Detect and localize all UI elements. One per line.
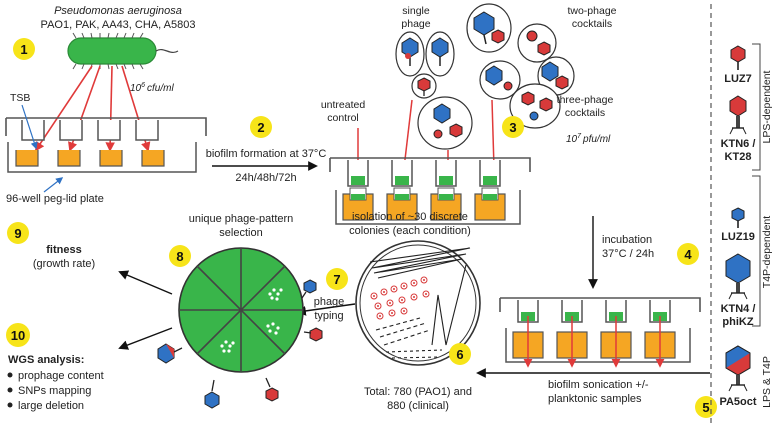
incubation-label-2: 37°C / 24h [602, 248, 654, 260]
wgs-item: SNPs mapping [18, 385, 91, 397]
svg-text:T4P-dependent: T4P-dependent [761, 216, 773, 288]
biofilm-times-label: 24h/48h/72h [235, 172, 296, 184]
unique-label-2: selection [219, 227, 262, 239]
svg-text:single: single [402, 5, 430, 17]
plate-label: 96-well peg-lid plate [6, 193, 104, 205]
step-6-badge: 6 [449, 343, 471, 365]
legend-phage-ktn6: KTN6 / KT28 [721, 95, 756, 163]
inoculation-arrows [34, 65, 151, 152]
plate-3 [499, 297, 701, 368]
wgs-item: large deletion [18, 400, 84, 412]
step-9-badge: 9 [7, 222, 29, 244]
step-7-badge: 7 [326, 268, 348, 290]
step-8-badge: 8 [169, 245, 191, 267]
legend-lps-bracket: LPS-dependent [752, 43, 773, 171]
svg-text:phage: phage [401, 18, 430, 30]
wgs-label: WGS analysis: [8, 354, 84, 366]
svg-text:LPS-dependent: LPS-dependent [761, 70, 773, 143]
phage-typing-plate [178, 247, 304, 373]
step-4-badge: 4 [677, 243, 699, 265]
legend-both-label: LPS & T4P [761, 356, 773, 408]
plate-1 [5, 117, 207, 173]
step-5-badge: 5 [695, 396, 717, 418]
pie-phage-icons [157, 279, 323, 409]
untreated-label-1: untreated [321, 99, 366, 111]
svg-text:two-phage: two-phage [567, 5, 616, 17]
tsb-pointer [21, 104, 38, 150]
wgs-list: prophage content SNPs mapping large dele… [7, 370, 104, 412]
legend-phage-pa5oct: PA5oct [719, 345, 757, 408]
tsb-label: TSB [10, 92, 30, 104]
legend-phage-luz7: LUZ7 [724, 45, 752, 85]
step-10-badge: 10 [6, 323, 30, 347]
two-phage-cocktails: two-phage cocktails [466, 3, 617, 100]
isolation-label-1: isolation of ~30 discrete [352, 211, 468, 223]
svg-text:cocktails: cocktails [565, 107, 605, 119]
svg-text:LUZ7: LUZ7 [724, 73, 752, 85]
sonication-label-2: planktonic samples [548, 393, 642, 405]
isolation-label-2: colonies (each condition) [349, 225, 471, 237]
step-9-arrow [118, 270, 173, 295]
bacterium-icon [67, 32, 179, 70]
plate-2 [329, 157, 531, 225]
legend-phage-luz19: LUZ19 [721, 207, 755, 243]
svg-text:9: 9 [14, 226, 21, 241]
svg-text:phiKZ: phiKZ [722, 316, 753, 328]
step-1-badge: 1 [13, 38, 35, 60]
biofilm-formation-label: biofilm formation at 37°C [206, 148, 327, 160]
svg-text:10: 10 [11, 328, 25, 343]
svg-text:three-phage: three-phage [557, 94, 614, 106]
step-2-badge: 2 [250, 116, 272, 138]
species-label: Pseudomonas aeruginosa [54, 5, 182, 17]
svg-text:5: 5 [702, 400, 709, 415]
svg-text:4: 4 [684, 247, 692, 262]
streak-plate [355, 240, 481, 366]
sonication-label-1: biofilm sonication +/- [548, 379, 649, 391]
svg-text:cocktails: cocktails [572, 18, 612, 30]
svg-text:7: 7 [333, 272, 340, 287]
svg-text:6: 6 [456, 347, 463, 362]
three-phage-cocktails: three-phage cocktails [417, 83, 614, 150]
svg-text:8: 8 [176, 249, 183, 264]
phage-typing-label-1: phage [314, 296, 345, 308]
untreated-label-2: control [327, 112, 359, 124]
phage-typing-label-2: typing [314, 310, 343, 322]
svg-text:3: 3 [509, 120, 516, 135]
total-label-1: Total: 780 (PAO1) and [364, 386, 472, 398]
growth-rate-label: (growth rate) [33, 258, 95, 270]
svg-text:1: 1 [20, 42, 27, 57]
legend-t4p-bracket: T4P-dependent [752, 175, 773, 327]
strains-label: PAO1, PAK, AA43, CHA, A5803 [41, 19, 196, 31]
single-phage-group: single phage [395, 5, 455, 99]
svg-text:KTN4 /: KTN4 / [721, 303, 756, 315]
step-10-arrow [118, 327, 173, 350]
step-7-arrow [296, 303, 356, 316]
unique-label-1: unique phage-pattern [189, 213, 294, 225]
plate-pointer [43, 177, 64, 193]
incubation-label-1: incubation [602, 234, 652, 246]
svg-text:KTN6 /: KTN6 / [721, 138, 756, 150]
svg-text:LUZ19: LUZ19 [721, 231, 755, 243]
step-3-badge: 3 [502, 116, 524, 138]
svg-text:2: 2 [257, 120, 264, 135]
wgs-item: prophage content [18, 370, 104, 382]
svg-text:KT28: KT28 [725, 151, 752, 163]
svg-text:PA5oct: PA5oct [719, 396, 756, 408]
legend-phage-ktn4: KTN4 / phiKZ [721, 253, 756, 328]
fitness-label: fitness [46, 244, 81, 256]
total-label-2: 880 (clinical) [387, 400, 449, 412]
